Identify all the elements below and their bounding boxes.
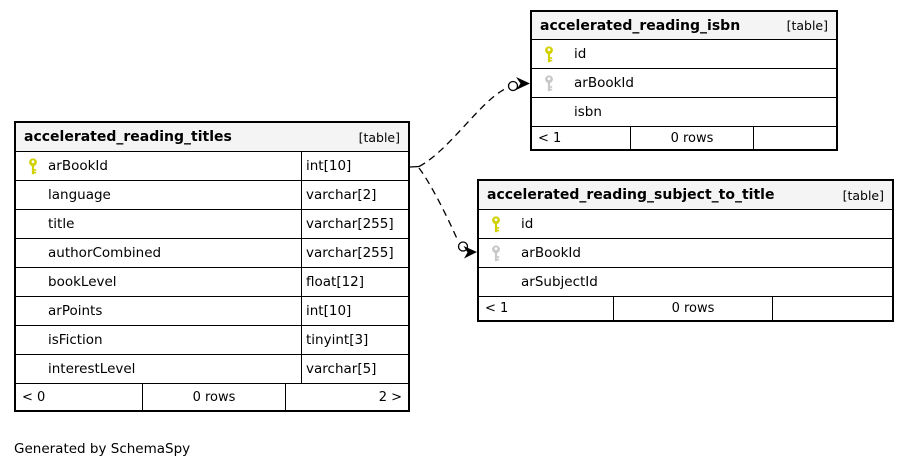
column-type: float[12]	[301, 268, 408, 296]
column-name: bookLevel	[48, 274, 117, 290]
table-accelerated-reading-titles[interactable]: accelerated_reading_titles [table] arBoo…	[14, 121, 410, 412]
column-name: id	[574, 46, 587, 62]
table-tag: [table]	[786, 18, 828, 33]
table-row: arBookId	[532, 69, 836, 98]
table-footer: < 1 0 rows	[532, 127, 836, 149]
primary-key-icon	[532, 45, 574, 63]
table-header: accelerated_reading_titles [table]	[16, 123, 408, 152]
table-row: language varchar[2]	[16, 181, 408, 210]
column-name: arBookId	[574, 75, 634, 91]
child-count	[753, 127, 836, 149]
column-name: language	[48, 187, 111, 203]
column-type: varchar[2]	[301, 181, 408, 209]
primary-key-icon	[479, 215, 521, 233]
column-type: tinyint[3]	[301, 326, 408, 354]
row-count: 0 rows	[142, 384, 285, 410]
table-tag: [table]	[842, 187, 884, 203]
table-row: title varchar[255]	[16, 210, 408, 239]
parent-count: < 1	[538, 130, 562, 146]
table-row: arBookId	[479, 239, 892, 268]
parent-count: < 1	[485, 301, 509, 316]
foreign-key-icon	[532, 74, 574, 92]
column-name: arBookId	[48, 158, 108, 174]
table-tag: [table]	[358, 129, 400, 145]
parent-count: < 0	[22, 389, 46, 405]
row-count: 0 rows	[613, 297, 772, 320]
table-row: arBookId int[10]	[16, 152, 408, 181]
table-footer: < 0 0 rows 2 >	[16, 384, 408, 410]
table-accelerated-reading-isbn[interactable]: accelerated_reading_isbn [table] id arBo…	[530, 10, 838, 151]
column-name: id	[521, 216, 534, 232]
table-row: interestLevel varchar[5]	[16, 355, 408, 384]
row-count: 0 rows	[630, 127, 753, 149]
column-type: varchar[5]	[301, 355, 408, 383]
relationship-arrowhead-isbn	[516, 77, 530, 90]
table-header: accelerated_reading_subject_to_title [ta…	[479, 181, 892, 210]
relationship-circle-isbn	[507, 80, 519, 92]
child-count: 2 >	[285, 384, 408, 410]
column-type: varchar[255]	[301, 210, 408, 238]
relationship-stub-titles-arBookId	[409, 165, 420, 168]
column-name: arBookId	[521, 245, 581, 261]
relationship-line-titles-to-subject	[418, 167, 459, 242]
column-type: int[10]	[301, 152, 408, 180]
foreign-key-icon	[479, 244, 521, 262]
generated-by-note: Generated by SchemaSpy	[14, 441, 191, 457]
column-name: interestLevel	[48, 361, 136, 377]
table-footer: < 1 0 rows	[479, 297, 892, 320]
column-name: title	[48, 216, 75, 232]
table-row: bookLevel float[12]	[16, 268, 408, 297]
column-name: arPoints	[48, 303, 103, 319]
table-header: accelerated_reading_isbn [table]	[532, 12, 836, 40]
table-row: isbn	[532, 98, 836, 127]
table-row: arSubjectId	[479, 268, 892, 297]
column-name: isFiction	[48, 332, 103, 348]
relationship-circle-subject	[457, 241, 469, 252]
table-name: accelerated_reading_isbn	[540, 17, 741, 34]
relationship-line-titles-to-isbn	[418, 87, 507, 168]
table-accelerated-reading-subject-to-title[interactable]: accelerated_reading_subject_to_title [ta…	[477, 179, 894, 322]
column-type: int[10]	[301, 297, 408, 325]
column-type: varchar[255]	[301, 239, 408, 267]
table-row: authorCombined varchar[255]	[16, 239, 408, 268]
table-name: accelerated_reading_subject_to_title	[487, 187, 775, 203]
column-name: authorCombined	[48, 245, 162, 261]
table-row: id	[479, 210, 892, 239]
table-row: isFiction tinyint[3]	[16, 326, 408, 355]
table-row: arPoints int[10]	[16, 297, 408, 326]
table-row: id	[532, 40, 836, 69]
primary-key-icon	[16, 157, 48, 175]
relationship-arrowhead-subject	[463, 246, 477, 259]
column-name: isbn	[574, 104, 602, 120]
table-name: accelerated_reading_titles	[24, 129, 232, 145]
child-count	[772, 297, 892, 320]
column-name: arSubjectId	[521, 274, 598, 290]
